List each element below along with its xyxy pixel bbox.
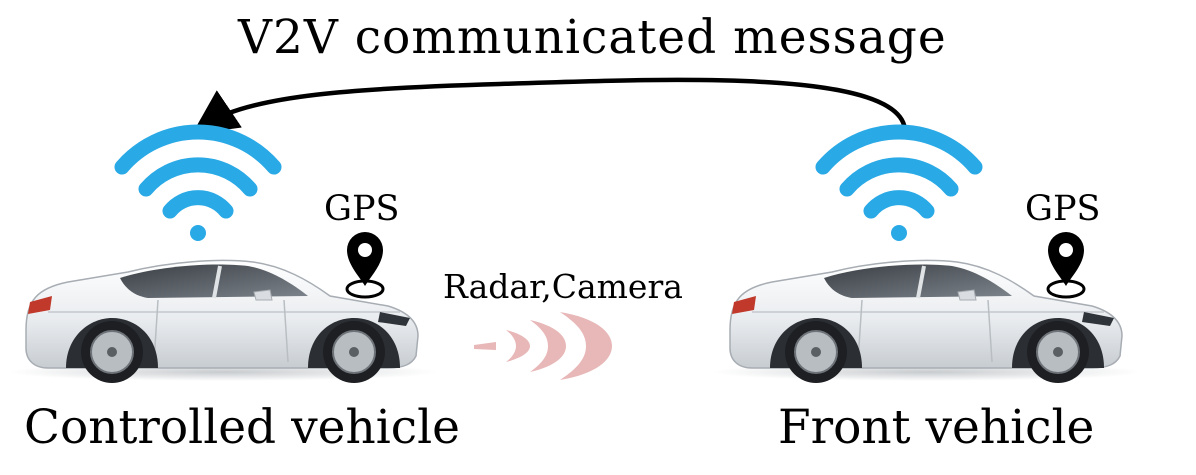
controlled-vehicle-gps-label: GPS — [324, 189, 400, 229]
controlled-vehicle-location-pin-icon — [345, 230, 385, 299]
front-vehicle-car-icon — [710, 258, 1144, 385]
controlled-vehicle-wifi-icon — [122, 132, 274, 241]
front-vehicle-wifi-icon — [823, 132, 975, 241]
front-vehicle-gps-label: GPS — [1025, 189, 1101, 229]
v2v-message-arrow — [192, 77, 908, 135]
front-vehicle-caption: Front vehicle — [778, 400, 1095, 455]
controlled-vehicle-caption: Controlled vehicle — [24, 400, 460, 455]
diagram-title: V2V communicated message — [238, 10, 947, 65]
front-vehicle-location-pin-icon — [1046, 230, 1086, 299]
sensor-label: Radar,Camera — [443, 267, 683, 306]
radar-waves-icon — [474, 312, 612, 380]
controlled-vehicle-car-icon — [6, 258, 440, 385]
